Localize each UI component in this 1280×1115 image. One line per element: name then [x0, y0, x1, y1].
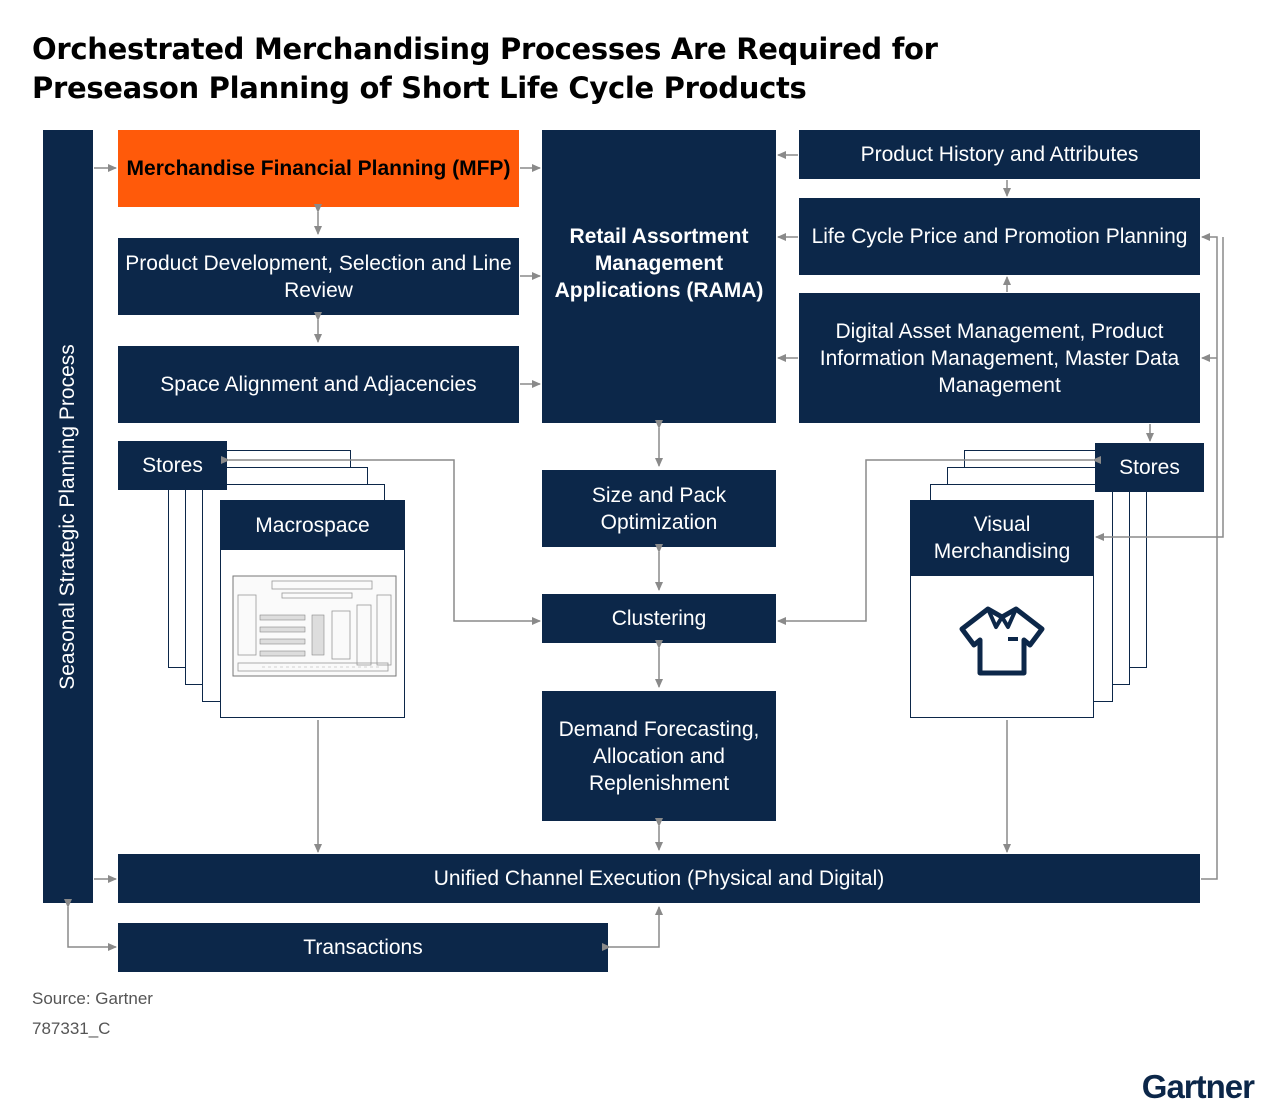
source-note: Source: Gartner	[32, 989, 153, 1008]
dam-pim-mdm-box: Digital Asset Management, Product Inform…	[799, 293, 1200, 423]
arrow-side-transactions	[64, 899, 117, 951]
mfp-box: Merchandise Financial Planning (MFP)	[118, 130, 519, 207]
demand-forecasting-box: Demand Forecasting, Allocation and Reple…	[542, 691, 776, 821]
clustering-box: Clustering	[542, 594, 776, 643]
transactions-box: Transactions	[118, 923, 608, 972]
arrow-unified-to-lifecycle	[1201, 233, 1218, 880]
size-pack-box: Size and Pack Optimization	[542, 470, 776, 547]
stores-left-box: Stores	[118, 441, 227, 490]
stores-right-box: Stores	[1095, 443, 1204, 492]
arrow-loop-to-visual	[1095, 237, 1224, 541]
product-development-box: Product Development, Selection and Line …	[118, 238, 519, 315]
gartner-logo: Gartner	[1141, 1068, 1255, 1105]
seasonal-planning-bar: Seasonal Strategic Planning Process	[43, 130, 93, 903]
arrow-stores-left-clustering	[221, 456, 541, 625]
rama-box: Retail Assortment Management Application…	[542, 130, 776, 423]
space-alignment-box: Space Alignment and Adjacencies	[118, 346, 519, 423]
diagram-title: Orchestrated Merchandising Processes Are…	[32, 30, 1032, 108]
unified-channel-box: Unified Channel Execution (Physical and …	[118, 854, 1200, 903]
figure-id: 787331_C	[32, 1019, 111, 1038]
product-history-box: Product History and Attributes	[799, 130, 1200, 179]
arrow-transactions-unified	[602, 906, 663, 951]
title-line-2: Preseason Planning of Short Life Cycle P…	[32, 71, 807, 105]
arrow-stores-right-clustering	[777, 456, 1101, 625]
title-line-1: Orchestrated Merchandising Processes Are…	[32, 32, 938, 66]
lifecycle-price-box: Life Cycle Price and Promotion Planning	[799, 198, 1200, 275]
